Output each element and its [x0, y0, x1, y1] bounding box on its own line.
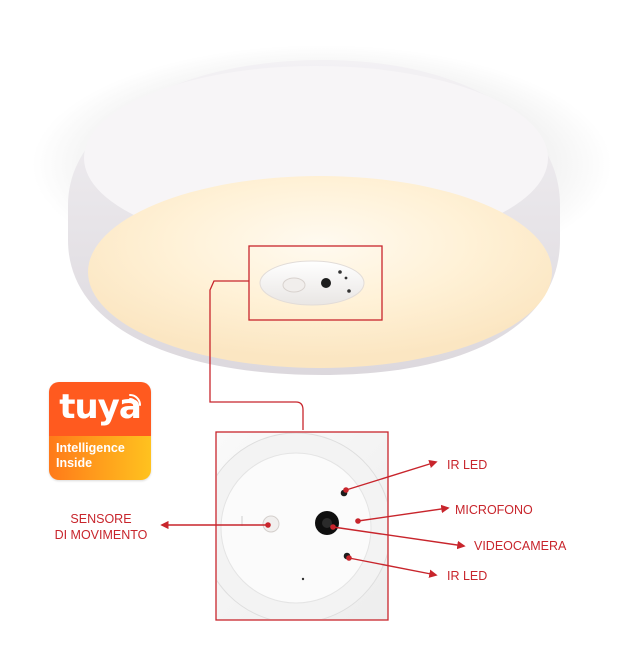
label-sensore-line1: SENSORE — [70, 512, 132, 526]
wifi-icon — [129, 394, 141, 406]
label-ir-led-bottom: IR LED — [447, 569, 488, 583]
tuya-badge-bottom: Intelligence Inside — [49, 436, 151, 480]
badge-line1: Intelligence — [56, 441, 125, 455]
label-videocamera: VIDEOCAMERA — [474, 539, 567, 553]
arrow-microfono — [355, 504, 450, 524]
ir-led-small-bottom — [347, 289, 351, 293]
arrow-ir-led-top — [343, 459, 438, 493]
label-microfono: MICROFONO — [455, 503, 533, 517]
badge-line2: Inside — [56, 456, 93, 470]
label-sensore: SENSORE DI MOVIMENTO — [46, 511, 156, 543]
pir-sensor — [262, 515, 280, 533]
camera-lens-inner — [322, 518, 332, 528]
tuya-badge-top: tuya — [49, 382, 151, 436]
label-sensore-line2: DI MOVIMENTO — [54, 528, 148, 542]
mic-small — [344, 276, 348, 280]
ir-led-small-top — [338, 270, 342, 274]
reset-dot — [301, 577, 305, 581]
connector-line — [209, 280, 304, 430]
arrow-ir-led-bottom — [346, 555, 438, 578]
arrow-videocamera — [330, 524, 466, 550]
label-ir-led-top: IR LED — [447, 458, 488, 472]
sensor-module — [259, 260, 365, 306]
tuya-badge: tuya Intelligence Inside — [49, 382, 151, 480]
ir-led-top — [340, 489, 348, 497]
tuya-logo: tuya — [59, 387, 142, 427]
highlight-box — [248, 245, 383, 321]
module-inner-ring — [220, 452, 372, 604]
camera-lens-small — [321, 278, 331, 288]
pir-lens-small — [282, 277, 306, 293]
